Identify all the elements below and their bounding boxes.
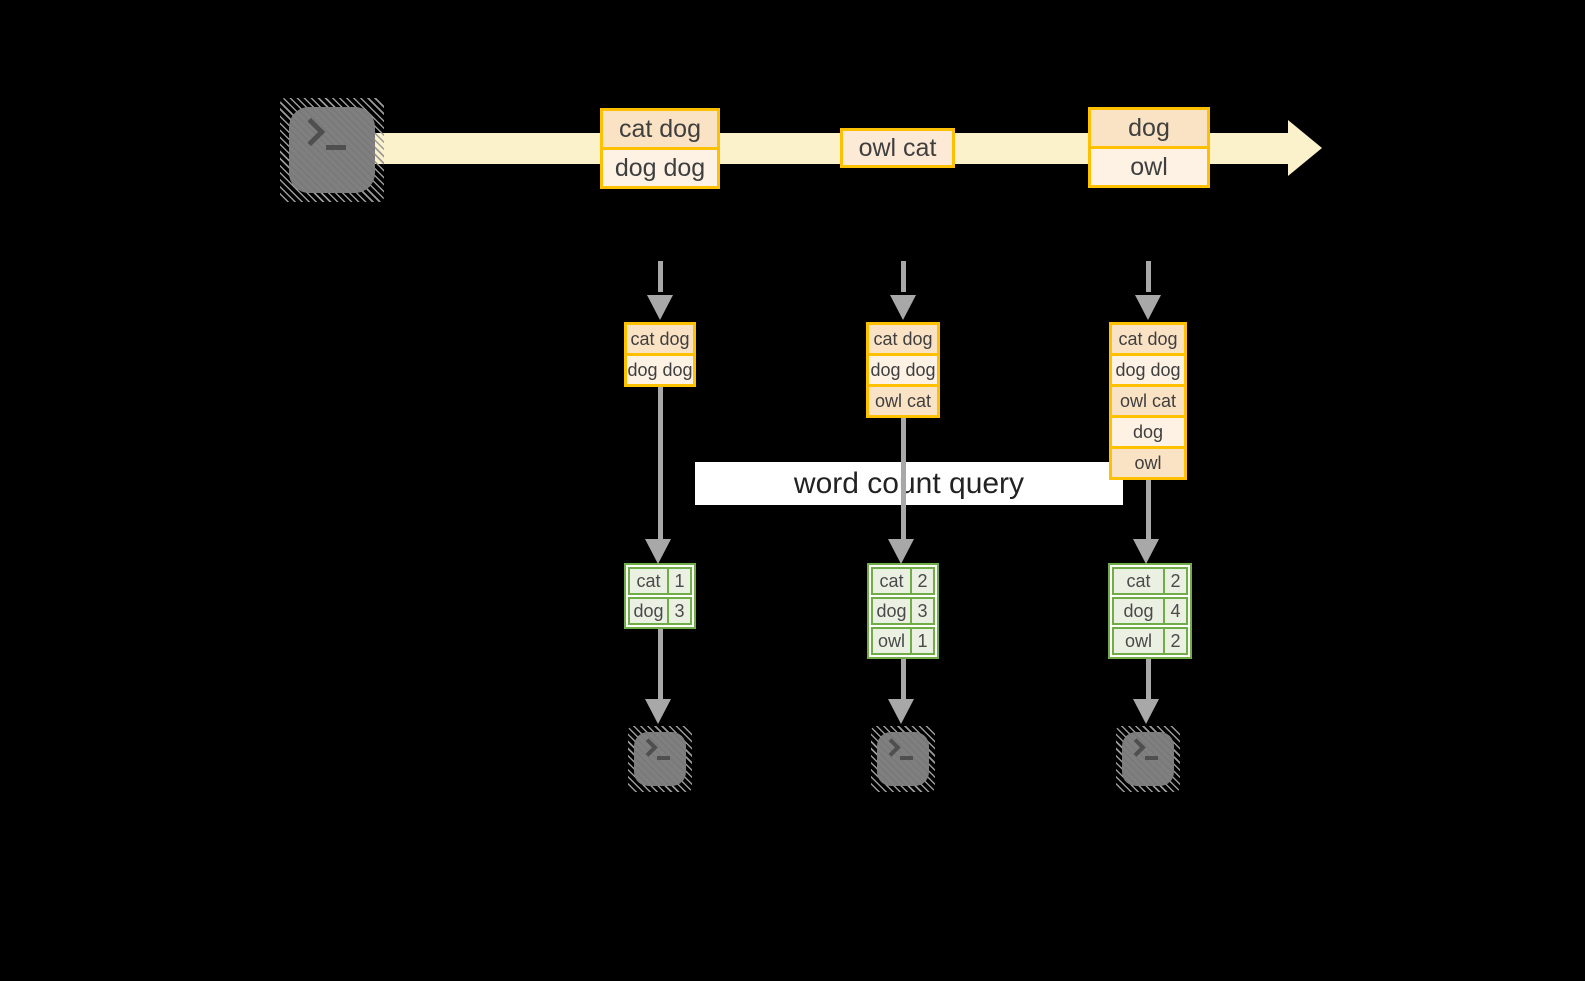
terminal-body — [1122, 732, 1174, 786]
prompt-chevron-icon — [1127, 738, 1146, 757]
word-cell: owl — [1114, 629, 1163, 653]
event-row: owl — [1091, 146, 1207, 185]
dashed-arrowhead — [1135, 295, 1161, 320]
event-row: dog dog — [603, 147, 717, 186]
prompt-underscore-icon — [900, 756, 913, 760]
dashed-arrow-line — [1146, 261, 1151, 292]
arrow-line — [658, 387, 663, 539]
arrow-line — [1146, 480, 1151, 539]
count-cell: 3 — [910, 599, 933, 623]
event-box: cat dog dog dog — [600, 108, 720, 189]
stream-arrow-head — [1288, 120, 1322, 176]
terminal-icon — [280, 98, 384, 202]
terminal-body — [877, 732, 929, 786]
arrow-line — [901, 659, 906, 700]
arrowhead — [888, 539, 914, 564]
batch-row: owl cat — [869, 384, 937, 415]
prompt-underscore-icon — [1145, 756, 1158, 760]
batch-row: dog dog — [627, 353, 693, 384]
batch-row: owl cat — [1112, 384, 1184, 415]
event-box: owl cat — [840, 128, 955, 168]
event-row: cat dog — [603, 111, 717, 147]
arrowhead — [1133, 539, 1159, 564]
word-cell: cat — [630, 569, 667, 593]
arrowhead — [645, 539, 671, 564]
count-cell: 4 — [1163, 599, 1186, 623]
word-cell: owl — [873, 629, 910, 653]
batch-row: owl — [1112, 446, 1184, 477]
prompt-chevron-icon — [639, 738, 658, 757]
batch-row: cat dog — [1112, 325, 1184, 353]
terminal-icon — [628, 726, 692, 792]
arrowhead — [1133, 699, 1159, 724]
prompt-underscore-icon — [657, 756, 670, 760]
terminal-icon — [871, 726, 935, 792]
arrow-line — [1146, 659, 1151, 700]
count-cell: 2 — [910, 569, 933, 593]
arrow-line — [901, 418, 906, 539]
event-row: dog — [1091, 110, 1207, 146]
query-label: word count query — [695, 462, 1123, 505]
terminal-icon — [1116, 726, 1180, 792]
dashed-arrowhead — [890, 295, 916, 320]
word-cell: dog — [1114, 599, 1163, 623]
dashed-arrowhead — [647, 295, 673, 320]
terminal-body — [634, 732, 686, 786]
prompt-underscore-icon — [326, 145, 346, 150]
count-cell: 2 — [1163, 629, 1186, 653]
batch-row: dog dog — [869, 353, 937, 384]
count-cell: 3 — [667, 599, 690, 623]
event-row: owl cat — [843, 131, 952, 165]
word-cell: dog — [630, 599, 667, 623]
count-cell: 1 — [910, 629, 933, 653]
batch-row: cat dog — [627, 325, 693, 353]
word-cell: cat — [1114, 569, 1163, 593]
arrowhead — [888, 699, 914, 724]
dashed-arrow-line — [658, 261, 663, 292]
prompt-chevron-icon — [882, 738, 901, 757]
batch-row: dog — [1112, 415, 1184, 446]
terminal-body — [289, 107, 375, 193]
batch-row: cat dog — [869, 325, 937, 353]
dashed-arrow-line — [901, 261, 906, 292]
arrow-line — [658, 629, 663, 700]
arrowhead — [645, 699, 671, 724]
word-cell: cat — [873, 569, 910, 593]
count-cell: 1 — [667, 569, 690, 593]
batch-row: dog dog — [1112, 353, 1184, 384]
prompt-chevron-icon — [296, 117, 326, 147]
count-cell: 2 — [1163, 569, 1186, 593]
event-box: dog owl — [1088, 107, 1210, 188]
word-cell: dog — [873, 599, 910, 623]
